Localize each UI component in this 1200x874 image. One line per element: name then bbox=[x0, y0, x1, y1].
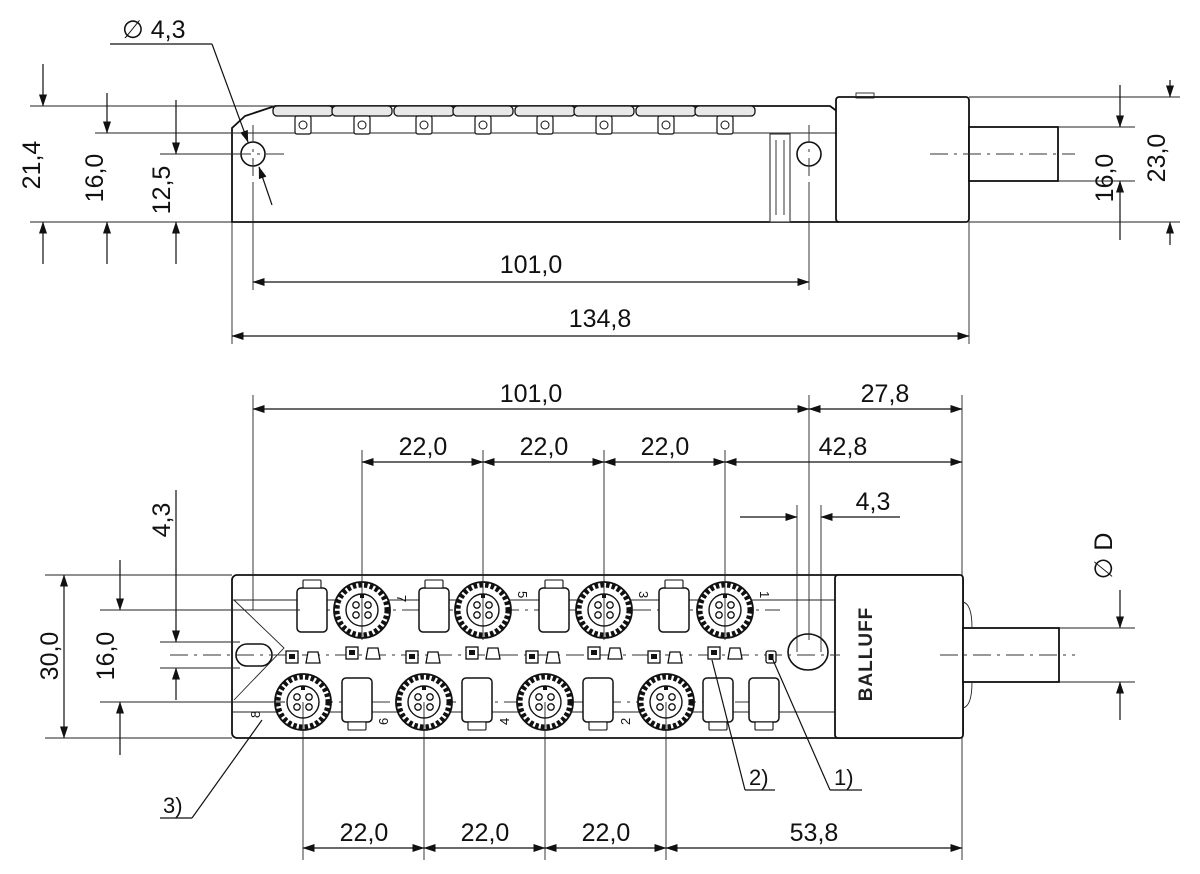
top-dim-width: 30,0 bbox=[36, 632, 64, 681]
top-dim-pitch-2: 22,0 bbox=[520, 433, 569, 461]
brand-label: BALLUFF bbox=[856, 607, 877, 702]
side-dim-total-length: 134,8 bbox=[569, 305, 632, 333]
note-1: 1) bbox=[834, 765, 854, 790]
side-dim-height-12-5: 12,5 bbox=[148, 166, 176, 215]
note-3: 3) bbox=[163, 793, 183, 818]
side-dim-total-height: 21,4 bbox=[18, 141, 46, 190]
top-dim-mount-spacing: 101,0 bbox=[500, 380, 563, 408]
port-number-3: 3 bbox=[636, 591, 651, 598]
top-dim-row-spacing: 16,0 bbox=[92, 632, 120, 681]
port-number-1: 1 bbox=[757, 591, 772, 598]
top-mount-hole-right bbox=[787, 633, 829, 671]
bottom-dim-pitch-2: 22,0 bbox=[461, 819, 510, 847]
port-number-7: 7 bbox=[394, 595, 409, 602]
port-number-8: 8 bbox=[248, 711, 263, 718]
port-number-6: 6 bbox=[376, 718, 391, 725]
side-dim-hole-dia: ∅ 4,3 bbox=[122, 16, 185, 44]
top-dim-pitch-1: 22,0 bbox=[399, 433, 448, 461]
bottom-dim-pitch-3: 22,0 bbox=[582, 819, 631, 847]
side-body-outline bbox=[231, 105, 839, 223]
top-dim-pitch-3: 22,0 bbox=[641, 433, 690, 461]
top-dim-offset-4-3: 4,3 bbox=[148, 503, 176, 538]
bottom-dim-pitch-1: 22,0 bbox=[340, 819, 389, 847]
top-view: BALLUFF bbox=[36, 380, 1135, 860]
port-number-2: 2 bbox=[618, 718, 633, 725]
note-2: 2) bbox=[749, 765, 769, 790]
side-dim-mount-spacing: 101,0 bbox=[500, 251, 563, 279]
side-dim-height-16: 16,0 bbox=[81, 154, 109, 203]
side-head-block bbox=[835, 96, 970, 223]
side-view: 21,4 16,0 12,5 ∅ 4,3 101,0 134,8 16,0 23… bbox=[18, 16, 1180, 344]
top-dim-right-offset: 27,8 bbox=[861, 380, 910, 408]
top-chevron-left bbox=[233, 599, 285, 701]
top-dim-right-offset-top-port: 42,8 bbox=[819, 433, 868, 461]
side-dim-head-height: 23,0 bbox=[1143, 134, 1171, 183]
bottom-dim-right-offset: 53,8 bbox=[790, 819, 839, 847]
side-dim-cable-height: 16,0 bbox=[1091, 154, 1119, 203]
top-head-block bbox=[834, 574, 964, 739]
port-number-5: 5 bbox=[515, 591, 530, 598]
port-number-4: 4 bbox=[497, 718, 512, 725]
top-dim-hole-dia: 4,3 bbox=[856, 488, 891, 516]
top-dim-cable-dia: ∅ D bbox=[1090, 533, 1118, 580]
